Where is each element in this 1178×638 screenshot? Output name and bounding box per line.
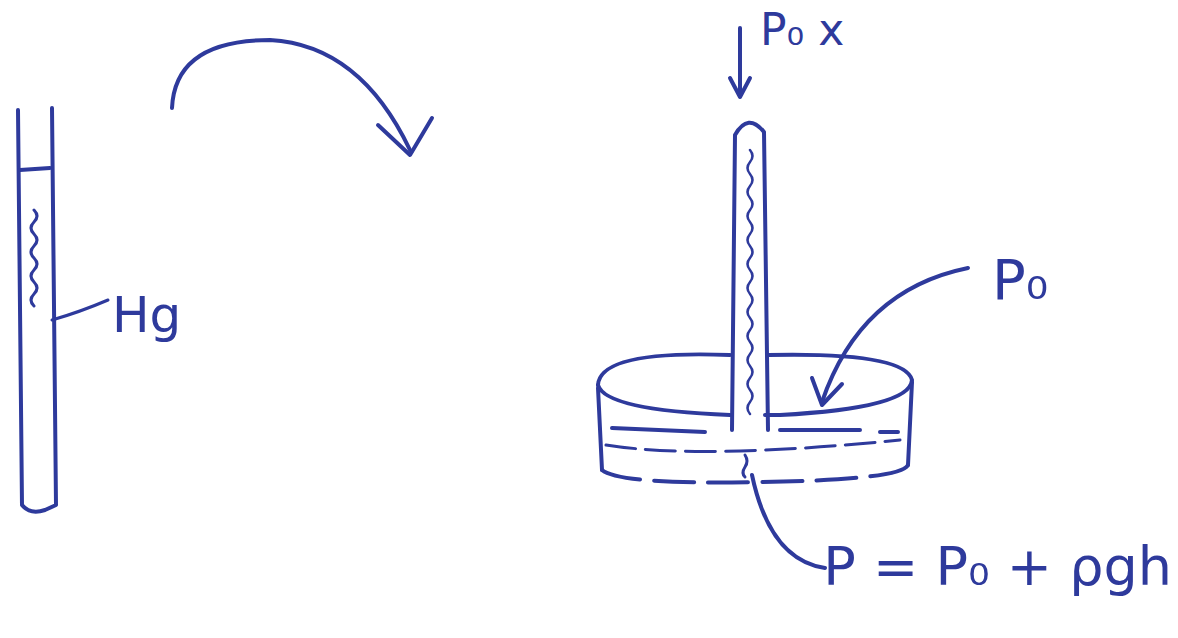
arrow-head [378, 118, 432, 155]
leader-line [52, 300, 108, 320]
liquid-surface [612, 428, 898, 432]
dish-wall [598, 388, 602, 470]
handwritten-label: P₀ [992, 252, 1048, 308]
handwritten-label: P = P₀ + ρgh [823, 540, 1172, 594]
arrow-head [730, 78, 750, 97]
pressure-arrow [822, 268, 968, 402]
mercury-squiggle [31, 210, 37, 306]
pressure-arrow [738, 28, 742, 95]
mercury-column [743, 455, 747, 477]
dish-rim [598, 354, 730, 385]
dish-rim [598, 385, 730, 415]
liquid-surface [606, 440, 900, 451]
glass-tube [18, 108, 56, 512]
handwritten-label: Hg [112, 290, 181, 340]
handwritten-label: P₀ x [760, 8, 844, 52]
mercury-level [20, 168, 50, 170]
mercury-column [748, 150, 753, 414]
dish-wall [908, 382, 912, 465]
leader-line [752, 475, 825, 568]
flip-arrow [172, 40, 410, 150]
glass-tube [732, 123, 768, 430]
arrow-head [812, 378, 842, 405]
